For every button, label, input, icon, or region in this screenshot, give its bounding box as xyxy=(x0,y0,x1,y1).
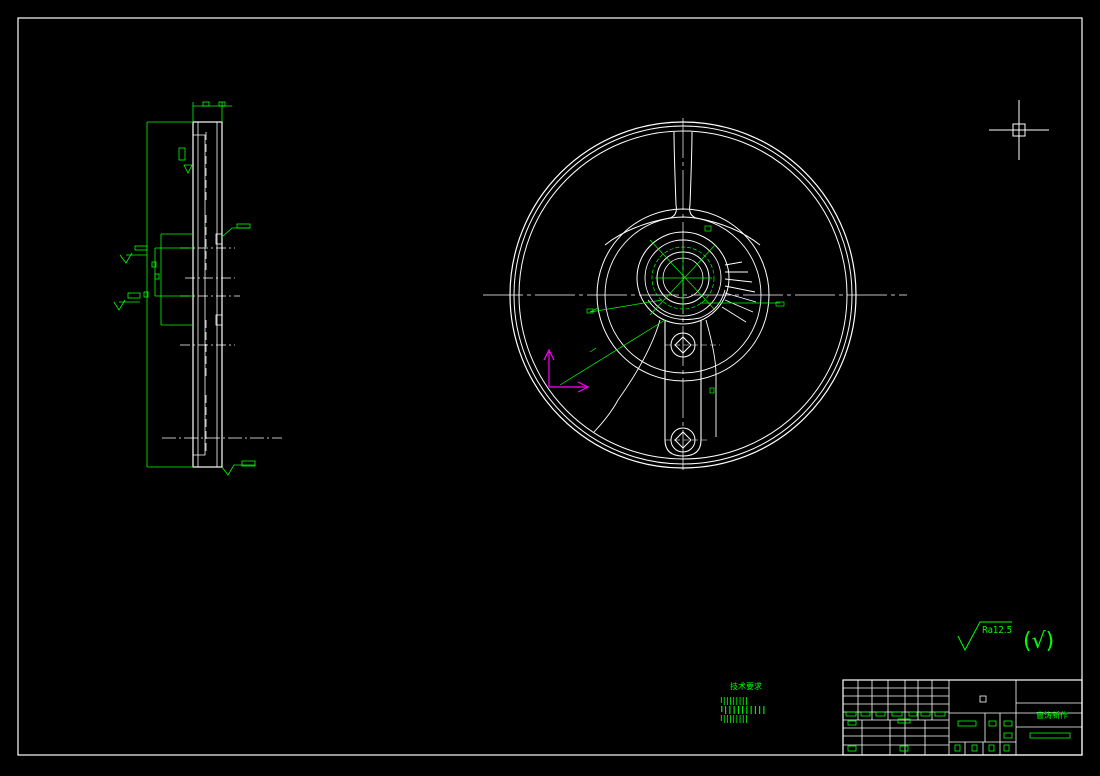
top-spoke xyxy=(604,131,761,246)
tech-req-line: l|||||||||| xyxy=(720,705,766,714)
hub-segment xyxy=(647,289,726,320)
bottom-arm-web xyxy=(593,319,717,437)
tech-req-title: 技术要求 xyxy=(730,681,762,691)
technical-requirements: 技术要求 l|||||||| l|||||||||| l|||||||| xyxy=(720,681,766,723)
side-view-web xyxy=(193,134,206,456)
roughness-symbol: Ra12.5 (√) xyxy=(957,621,1054,654)
hub-dimensions xyxy=(559,225,785,394)
arm-boss-hole xyxy=(674,336,692,354)
title-block-green-fields xyxy=(845,711,1071,752)
side-view-dimensions xyxy=(113,101,256,476)
roughness-rest-symbol: (√) xyxy=(1023,629,1054,654)
roughness-value: Ra12.5 xyxy=(982,625,1012,636)
web-ring xyxy=(604,216,762,374)
rim-outer-circle xyxy=(509,121,857,469)
drawing-border xyxy=(17,17,1083,756)
drawing-name: 曹涛新作 xyxy=(1036,710,1068,720)
front-view[interactable] xyxy=(483,118,907,470)
bottom-arm xyxy=(664,320,702,457)
tech-req-line: l|||||||| xyxy=(720,714,748,723)
ucs-axis-icon xyxy=(543,348,590,393)
title-block[interactable]: 曹涛新作 xyxy=(842,679,1083,756)
rim-inner-circle xyxy=(518,130,848,460)
hub-ribs xyxy=(721,261,757,323)
side-view-body xyxy=(192,121,223,468)
arm-boss-hole xyxy=(674,431,692,449)
web-ring xyxy=(596,208,770,382)
crosshair-cursor-icon xyxy=(989,100,1049,160)
side-view-keyway xyxy=(215,233,223,245)
side-view[interactable] xyxy=(113,101,282,476)
rim-outer-circle xyxy=(513,125,853,465)
side-view-keyway xyxy=(215,314,223,326)
hub-outer xyxy=(636,231,730,325)
title-block-mark xyxy=(979,695,987,703)
tech-req-line: l|||||||| xyxy=(720,696,748,705)
hub-inner xyxy=(644,239,722,317)
